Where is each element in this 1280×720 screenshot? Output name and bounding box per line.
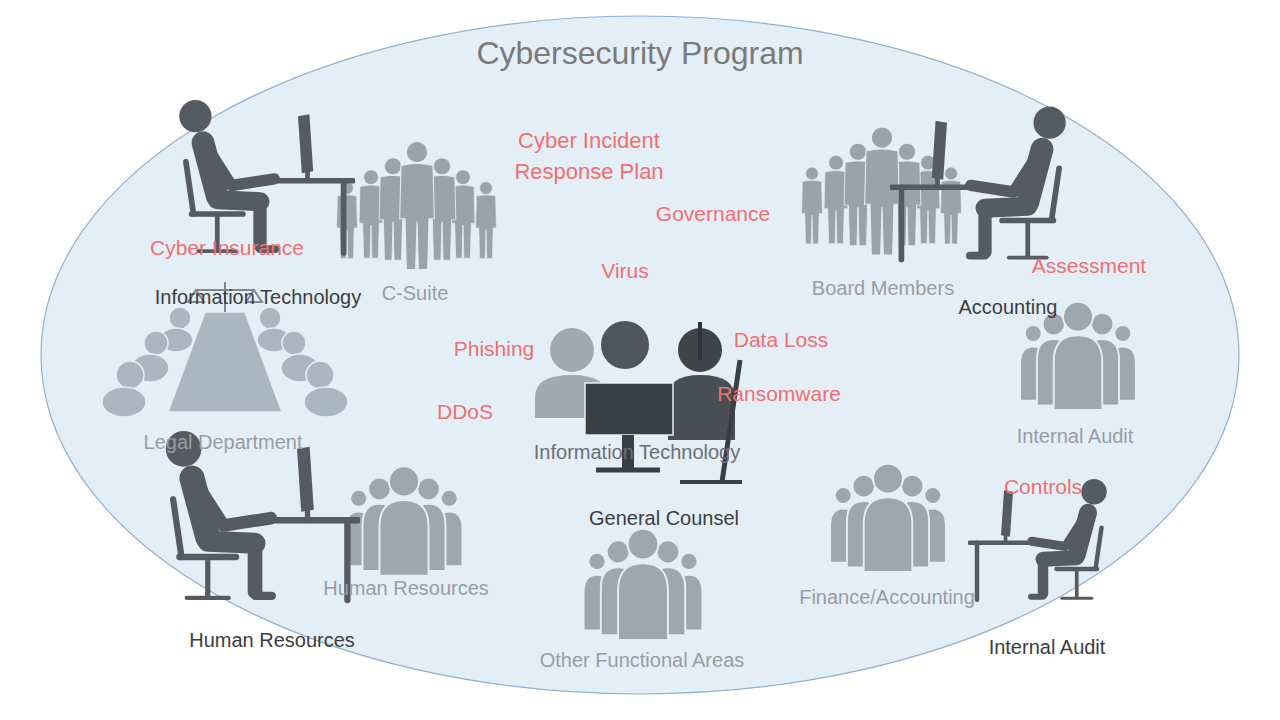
person-body bbox=[102, 387, 146, 417]
group-label: Legal Department bbox=[144, 428, 303, 456]
topic-label: Phishing bbox=[454, 334, 535, 363]
topic-label: Governance bbox=[656, 199, 770, 228]
group-label: C-Suite bbox=[382, 279, 449, 307]
topic-label: Assessment bbox=[1032, 251, 1146, 280]
group-label: Board Members bbox=[812, 274, 954, 302]
topic-label: Data Loss bbox=[734, 325, 829, 354]
chair-base bbox=[680, 480, 742, 484]
person-head bbox=[259, 307, 281, 329]
group-label: General Counsel bbox=[589, 504, 739, 532]
topic-label: Virus bbox=[601, 256, 648, 285]
topic-label: Controls bbox=[1004, 472, 1082, 501]
monitor bbox=[585, 383, 673, 435]
person-head bbox=[550, 328, 594, 372]
topic-label: Cyber Incident Response Plan bbox=[502, 126, 677, 188]
program-title: Cybersecurity Program bbox=[40, 35, 1240, 72]
ellipse-outline bbox=[41, 16, 1239, 694]
person-head bbox=[282, 331, 306, 355]
topic-label: Cyber Insurance bbox=[150, 233, 304, 262]
person-body bbox=[304, 387, 348, 417]
group-label: Human Resources bbox=[189, 626, 355, 654]
group-label: Human Resources bbox=[323, 574, 489, 602]
monitor-base bbox=[596, 468, 660, 473]
group-label: Finance/Accounting bbox=[799, 583, 975, 611]
person-head bbox=[601, 321, 649, 369]
group-label: Information Technology bbox=[155, 283, 361, 311]
headset bbox=[698, 322, 702, 360]
topic-label: DDoS bbox=[437, 397, 493, 426]
person-head bbox=[306, 361, 334, 389]
group-label: Information Technology bbox=[534, 438, 740, 466]
group-label: Internal Audit bbox=[989, 633, 1106, 661]
person-head bbox=[144, 331, 168, 355]
group-label: Accounting bbox=[959, 293, 1058, 321]
group-label: Other Functional Areas bbox=[540, 646, 745, 674]
group-label: Internal Audit bbox=[1017, 422, 1134, 450]
person-head bbox=[169, 307, 191, 329]
person-head bbox=[116, 361, 144, 389]
topic-label: Ransomware bbox=[717, 379, 841, 408]
